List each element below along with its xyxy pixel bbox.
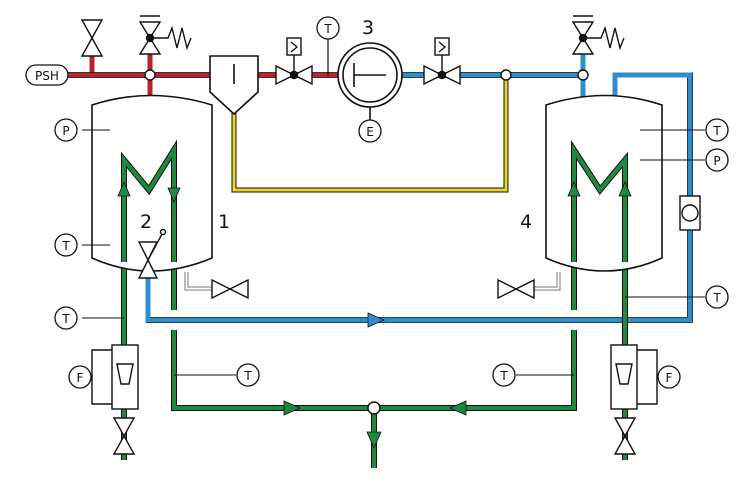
label-vessel-1: 1 [218, 211, 230, 233]
svg-text:T: T [61, 312, 70, 326]
bottom-valve-right-icon[interactable] [613, 417, 637, 455]
leader-lines [82, 129, 705, 376]
compressor-icon[interactable] [337, 42, 403, 120]
safety-valve-left-icon[interactable] [138, 15, 192, 55]
flowmeter-right-icon [610, 344, 658, 410]
sight-glass-icon [679, 195, 701, 231]
safety-valve-right-icon[interactable] [571, 15, 625, 55]
oil-separator-icon[interactable] [209, 55, 259, 116]
pressure-gauge-right: P [705, 148, 729, 172]
temp-sensor-right-vessel: T [705, 118, 729, 142]
flow-sensor-left: F [68, 365, 92, 389]
svg-text:F: F [77, 371, 84, 385]
coil-arrows [117, 180, 632, 204]
expansion-valve-icon[interactable] [137, 228, 167, 279]
flow-sensor-right: F [657, 365, 681, 389]
solenoid-valve-left-icon[interactable] [275, 37, 313, 86]
label-compressor-3: 3 [362, 17, 374, 39]
temp-sensor-right-outlet: T [492, 363, 516, 387]
svg-text:T: T [499, 369, 508, 383]
flowmeter-left-icon [91, 344, 139, 410]
svg-text:P: P [713, 154, 720, 168]
energy-meter: E [358, 119, 382, 143]
svg-text:T: T [61, 239, 70, 253]
label-vessel-4: 4 [520, 211, 532, 233]
drain-valve-right-icon[interactable] [497, 278, 535, 300]
yellow-pipe [231, 75, 509, 193]
bottom-valve-left-icon[interactable] [112, 417, 136, 455]
psh-tag: PSH [25, 64, 69, 86]
label-expansion-valve-2: 2 [140, 211, 152, 233]
svg-text:T: T [243, 369, 252, 383]
temp-sensor-left-inlet: T [54, 306, 78, 330]
svg-text:PSH: PSH [35, 69, 59, 83]
temp-sensor-left-vessel: T [54, 233, 78, 257]
junctions [144, 69, 589, 415]
blue-flow-arrow [367, 312, 385, 328]
solenoid-valve-right-icon[interactable] [423, 37, 461, 86]
top-valve-icon[interactable] [80, 19, 104, 57]
svg-text:T: T [712, 124, 721, 138]
drain-valve-left-icon[interactable] [211, 278, 249, 300]
temp-sensor-discharge: T [316, 16, 340, 40]
svg-text:T: T [323, 22, 332, 36]
pressure-gauge-left: P [54, 118, 78, 142]
svg-text:F: F [666, 371, 673, 385]
svg-text:P: P [62, 124, 69, 138]
temp-sensor-left-outlet: T [236, 363, 260, 387]
svg-text:E: E [366, 125, 374, 139]
temp-sensor-right-inlet: T [705, 285, 729, 309]
drain-lines [184, 272, 561, 291]
svg-text:T: T [712, 291, 721, 305]
